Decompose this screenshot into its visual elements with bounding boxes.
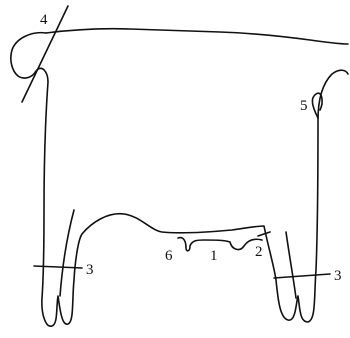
udder-outline: [178, 238, 262, 251]
label-5: 5: [300, 98, 308, 114]
label-2: 2: [255, 244, 263, 260]
label-3-left: 3: [86, 262, 94, 278]
line-2-marker: [258, 232, 270, 236]
rear-leg-inner-line: [286, 232, 296, 298]
label-1: 1: [210, 248, 218, 264]
front-leg-inner-line: [60, 210, 74, 296]
back-line: [46, 29, 348, 44]
label-4: 4: [40, 12, 48, 28]
line-3-right-marker: [274, 274, 330, 278]
label-3-right: 3: [334, 268, 342, 284]
label-6: 6: [165, 248, 173, 264]
